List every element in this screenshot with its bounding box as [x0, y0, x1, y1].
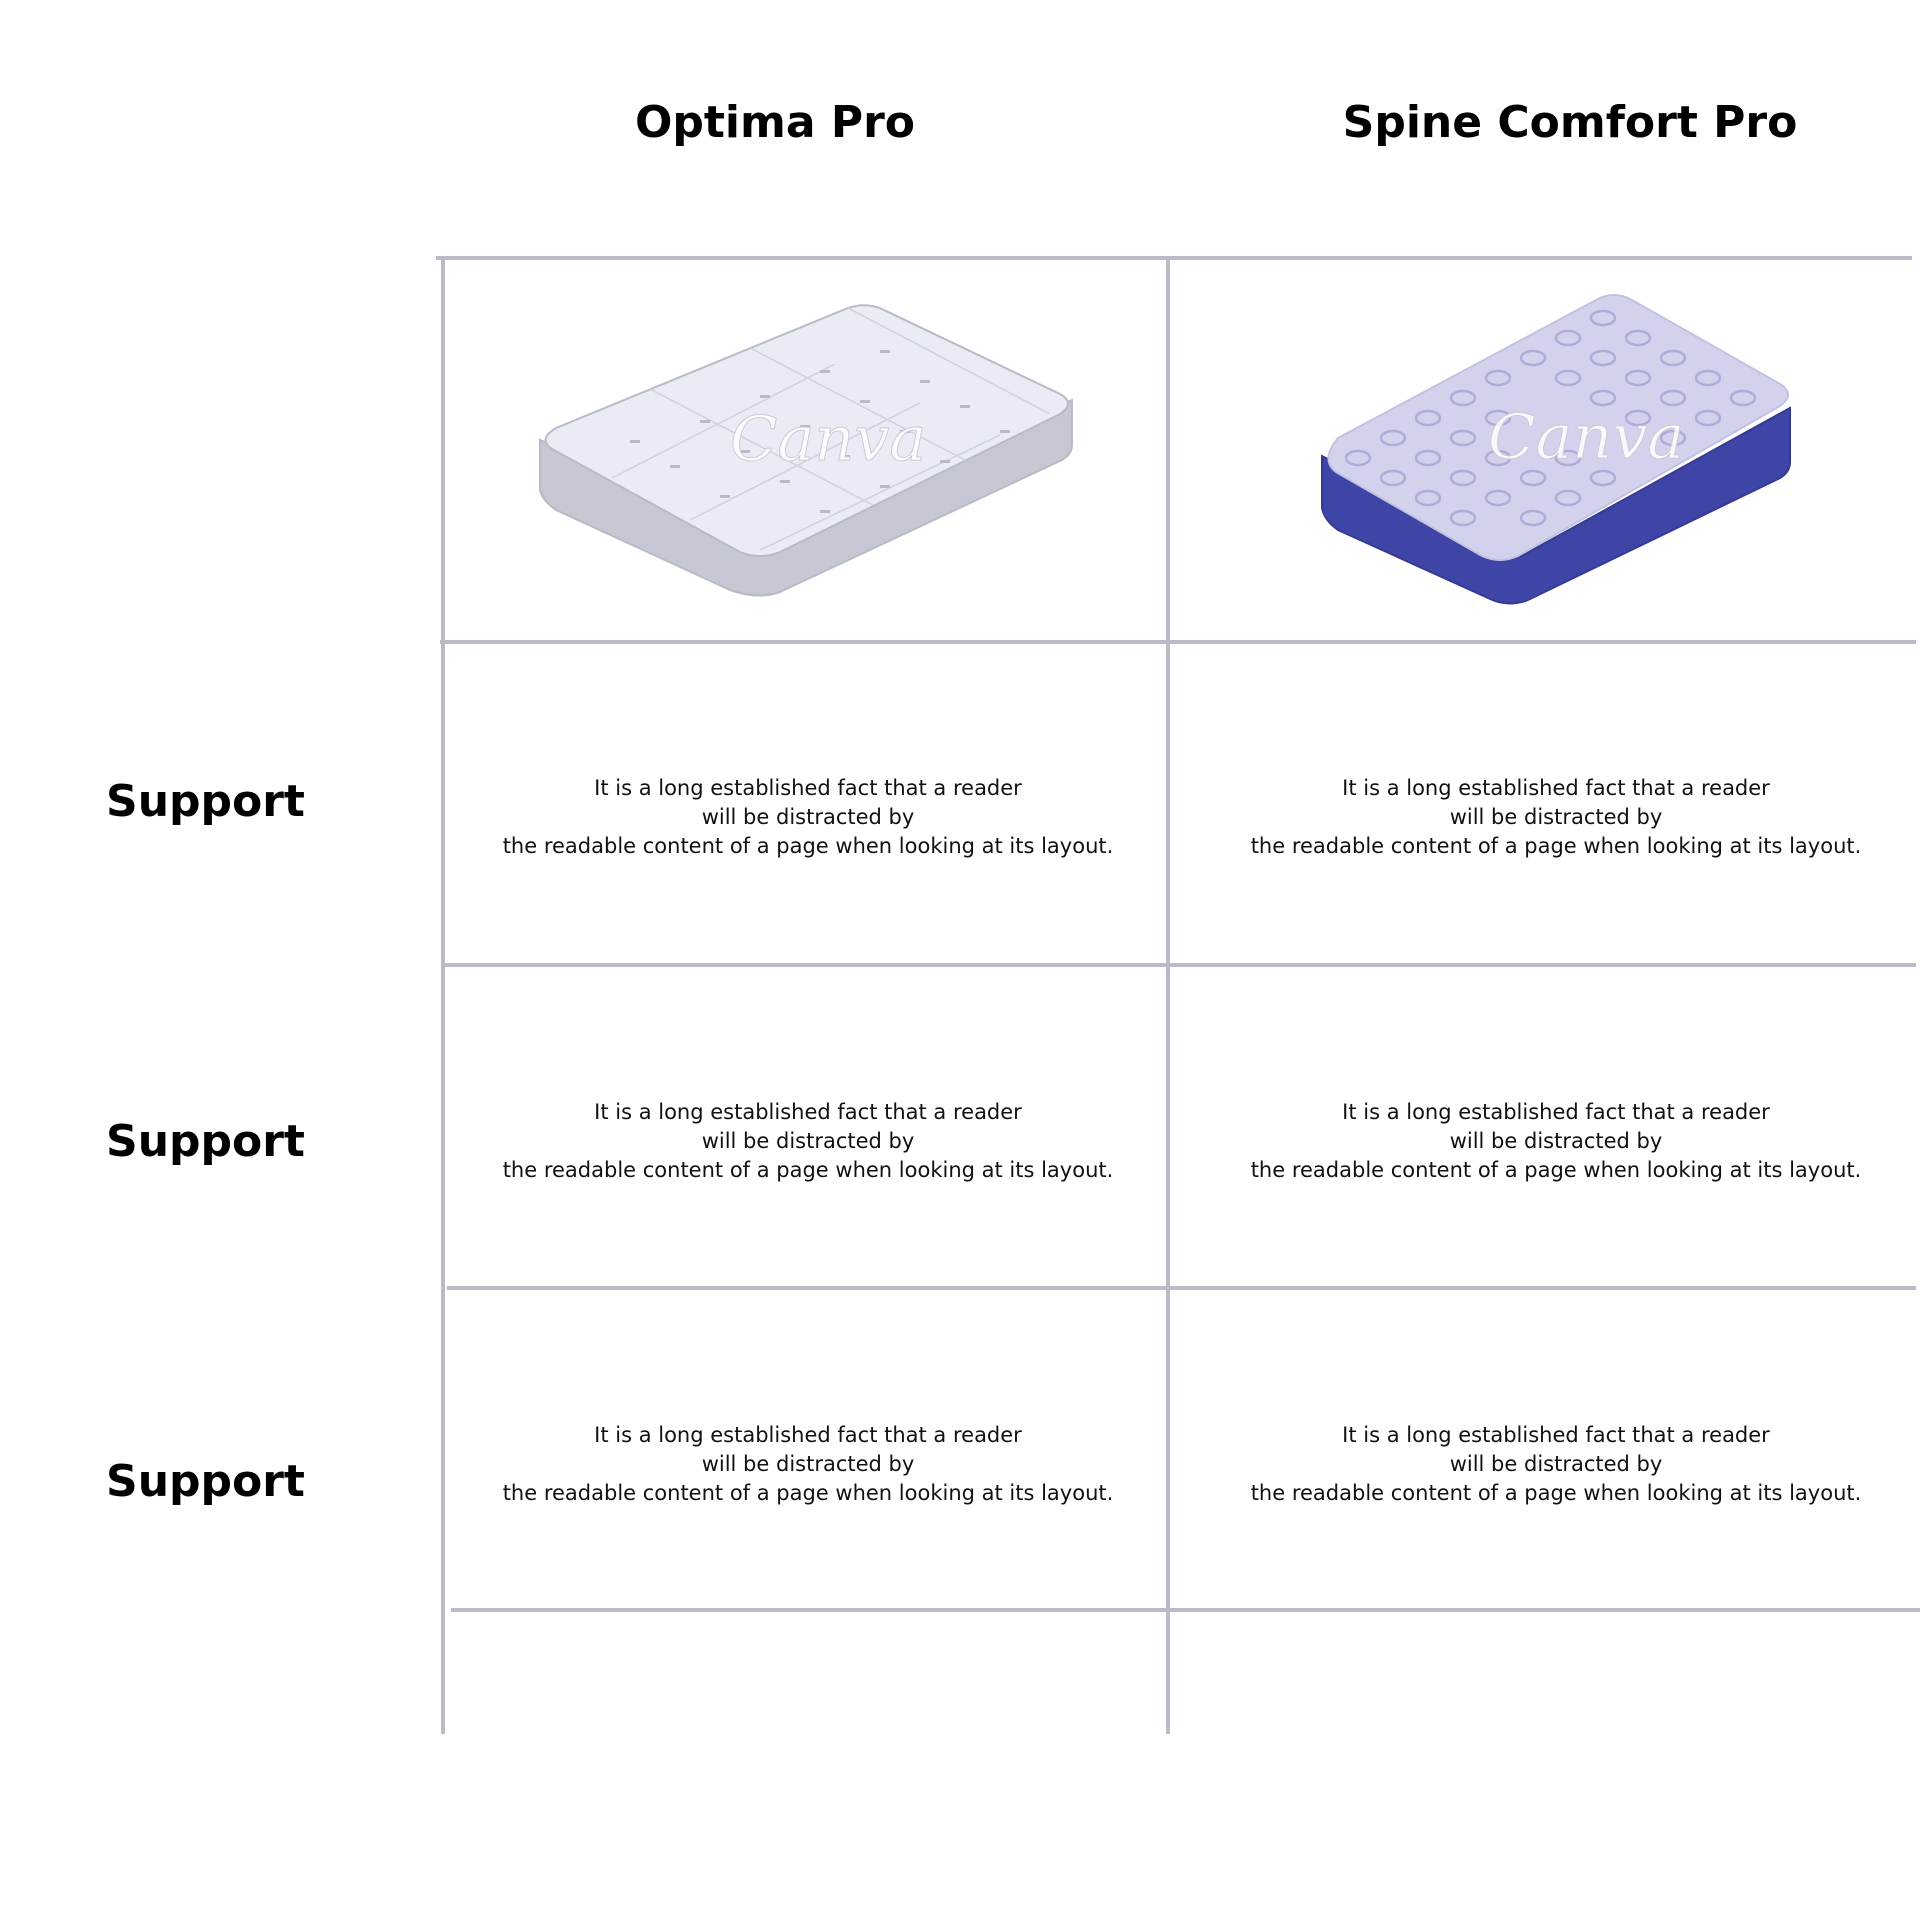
- grid-line-row-1: [440, 640, 1916, 644]
- description-line: will be distracted by: [701, 1452, 915, 1476]
- description-line: will be distracted by: [701, 805, 915, 829]
- description-line: the readable content of a page when look…: [502, 1481, 1114, 1505]
- purple-dimpled-mattress-image: Canva: [1321, 294, 1791, 605]
- column-title-spine-comfort-pro: Spine Comfort Pro: [1342, 97, 1798, 148]
- row-1-optima-pro-description: It is a long established fact that a rea…: [448, 774, 1168, 861]
- grid-line-row-3: [447, 1286, 1916, 1290]
- row-2-spine-comfort-pro-description: It is a long established fact that a rea…: [1196, 1098, 1916, 1185]
- watermark-text: Canva: [1488, 400, 1684, 473]
- description-line: will be distracted by: [701, 1129, 915, 1153]
- description-line: the readable content of a page when look…: [1250, 1481, 1862, 1505]
- grid-line-row-4: [451, 1608, 1920, 1612]
- description-line: will be distracted by: [1449, 805, 1663, 829]
- row-3-spine-comfort-pro-description: It is a long established fact that a rea…: [1196, 1421, 1916, 1508]
- row-2-optima-pro-description: It is a long established fact that a rea…: [448, 1098, 1168, 1185]
- description-line: It is a long established fact that a rea…: [594, 776, 1022, 800]
- white-quilted-mattress-image: Canva: [539, 304, 1073, 597]
- grid-line-left: [441, 256, 445, 1734]
- row-label-support-3: Support: [106, 1456, 305, 1507]
- watermark-text: Canva: [730, 402, 926, 475]
- description-line: the readable content of a page when look…: [502, 1158, 1114, 1182]
- grid-line-middle: [1166, 256, 1170, 1734]
- description-line: the readable content of a page when look…: [1250, 1158, 1862, 1182]
- row-label-support-1: Support: [106, 776, 305, 827]
- description-line: will be distracted by: [1449, 1452, 1663, 1476]
- description-line: It is a long established fact that a rea…: [1342, 776, 1770, 800]
- grid-line-row-2: [444, 963, 1916, 967]
- description-line: the readable content of a page when look…: [502, 834, 1114, 858]
- column-title-optima-pro: Optima Pro: [634, 97, 916, 148]
- description-line: It is a long established fact that a rea…: [1342, 1423, 1770, 1447]
- description-line: the readable content of a page when look…: [1250, 834, 1862, 858]
- description-line: It is a long established fact that a rea…: [594, 1423, 1022, 1447]
- row-3-optima-pro-description: It is a long established fact that a rea…: [448, 1421, 1168, 1508]
- row-label-support-2: Support: [106, 1116, 305, 1167]
- description-line: will be distracted by: [1449, 1129, 1663, 1153]
- row-1-spine-comfort-pro-description: It is a long established fact that a rea…: [1196, 774, 1916, 861]
- description-line: It is a long established fact that a rea…: [594, 1100, 1022, 1124]
- description-line: It is a long established fact that a rea…: [1342, 1100, 1770, 1124]
- grid-line-top: [436, 256, 1912, 260]
